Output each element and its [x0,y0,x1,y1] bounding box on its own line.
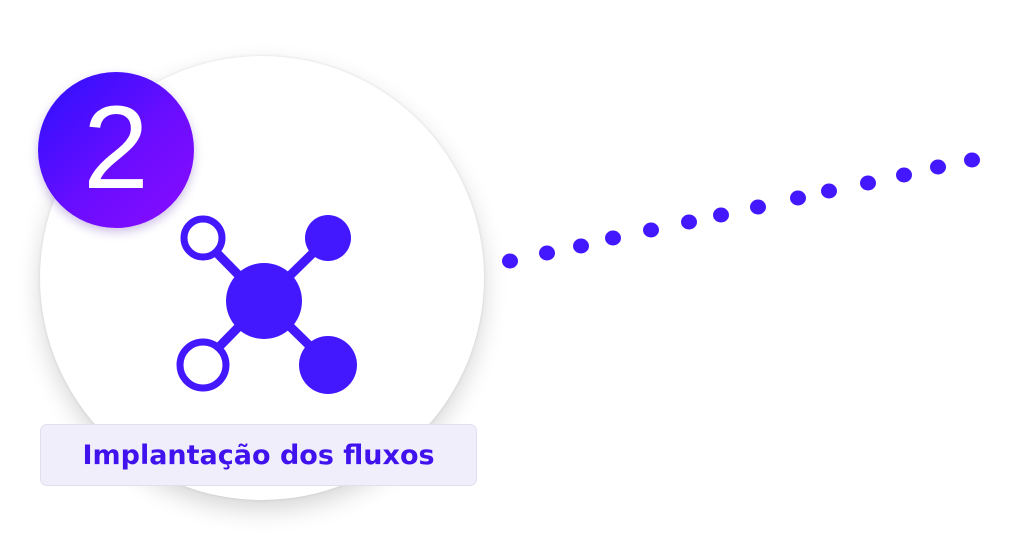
connector-dot [790,190,806,206]
connector-dot [539,245,555,261]
hollow-node-icon [176,338,230,392]
connector-dot [896,167,912,183]
filled-node-icon [299,336,357,394]
connector-dot [930,159,946,175]
step-number-badge: 2 [38,72,194,228]
connector-dot [860,175,876,191]
step-title: Implantação dos fluxos [82,439,435,471]
hollow-node-icon [180,215,226,261]
connector-dot [605,230,621,246]
connector-dot [964,152,980,168]
connector-dot [713,207,729,223]
filled-node-icon [305,215,351,261]
connector-dot [573,238,589,254]
connector-dot [681,214,697,230]
connector-dot [643,222,659,238]
step-label-box: Implantação dos fluxos [40,424,477,486]
connector-dot [502,253,518,269]
network-center-node-icon [226,263,302,339]
connector-dot [750,199,766,215]
connector-dot [821,183,837,199]
step-number: 2 [83,82,149,214]
